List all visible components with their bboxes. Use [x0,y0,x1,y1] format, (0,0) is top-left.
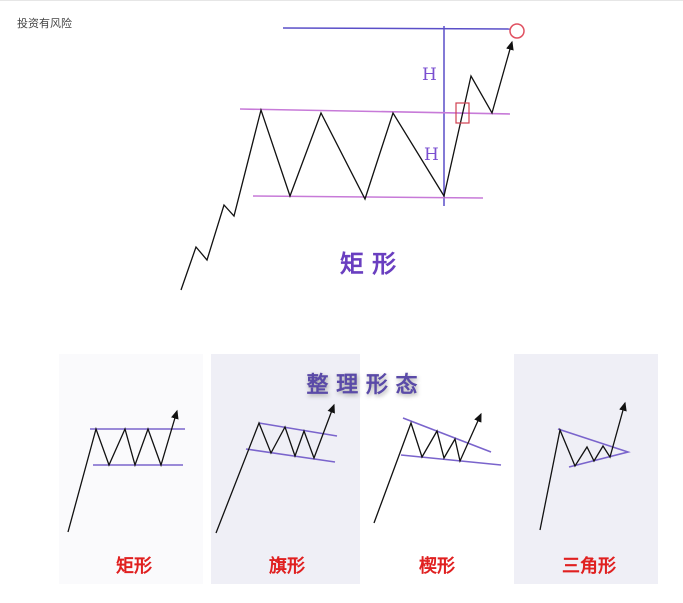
price-path [557,428,631,468]
rectangle-main-diagram: H H 矩 形 [180,23,525,291]
price-path [215,403,335,534]
resistance-line [239,108,511,115]
target-circle [509,23,525,39]
panel-wedge-bg [360,354,508,584]
pattern-flag: 旗形 [215,403,338,577]
height-label-upper: H [422,65,437,85]
support-line [252,195,484,199]
panel-rectangle-bg [59,354,203,584]
pattern-wedge: 楔形 [373,412,502,577]
height-label-lower: H [424,145,439,165]
target-line [282,27,511,30]
label-wedge: 楔形 [419,555,455,577]
pattern-triangle: 三角形 [539,401,631,577]
panel-flag-bg [211,354,360,584]
main-title: 矩 形 [340,249,396,278]
label-rectangle: 矩形 [116,555,152,577]
consolidation-title: 整 理 形 态 [307,372,418,398]
pattern-rectangle: 矩形 [67,409,185,577]
breakout-box [455,102,470,124]
price-path [373,412,482,524]
trend-line [402,417,492,453]
price-path [67,409,179,533]
label-flag: 旗形 [269,555,305,577]
risk-notice: 投资有风险 [17,17,72,30]
label-triangle: 三角形 [562,555,616,577]
trend-line [245,448,336,463]
top-divider [0,0,683,1]
price-path [180,40,514,291]
price-path [539,401,627,531]
panel-triangle-bg [514,354,658,584]
trend-line [258,422,338,437]
trend-line [400,454,502,466]
